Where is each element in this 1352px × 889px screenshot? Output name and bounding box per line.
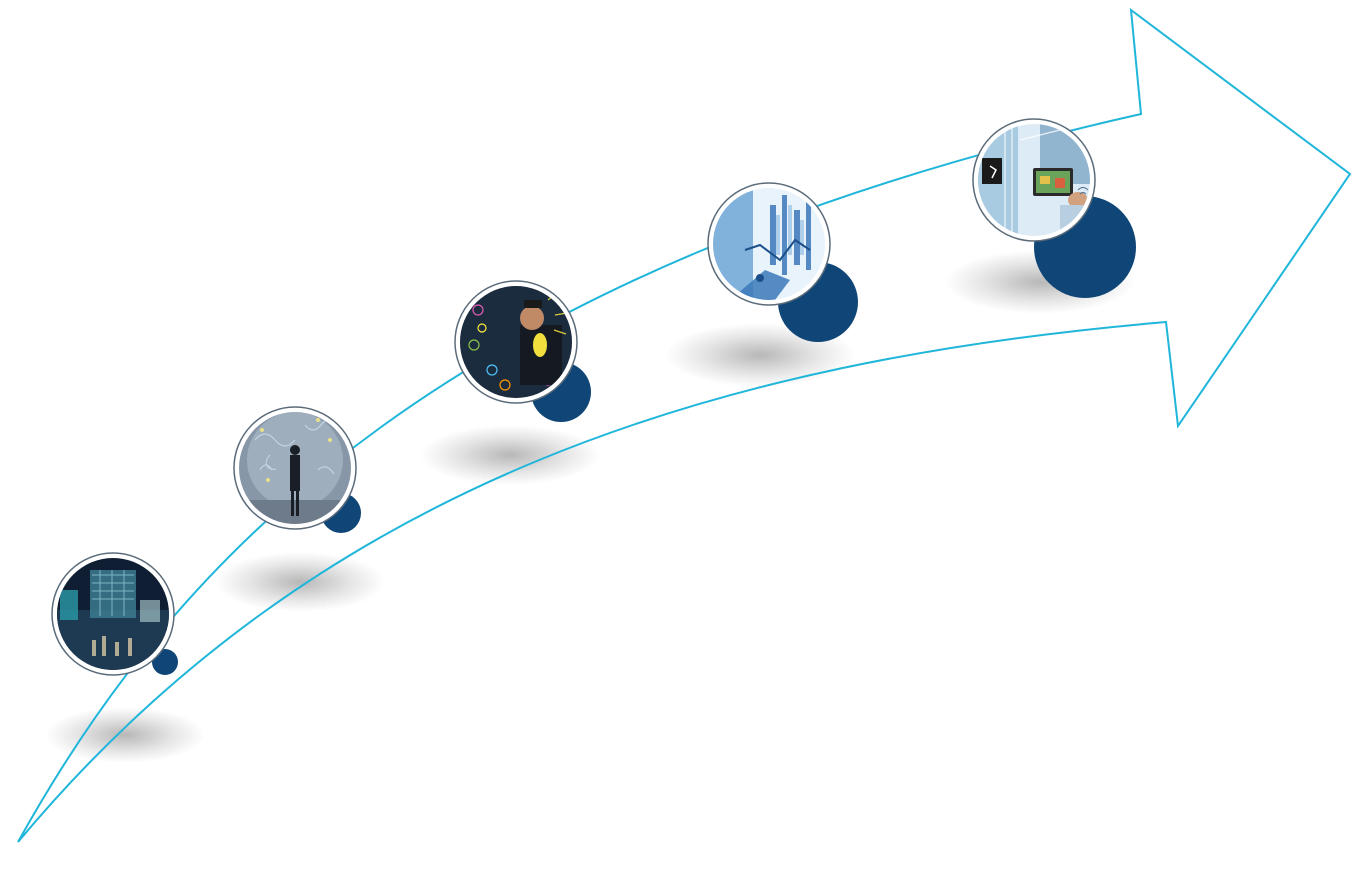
tablet-smart-factory-photo-icon bbox=[978, 124, 1090, 236]
shadow-step-1 bbox=[45, 707, 205, 763]
shadow-step-2 bbox=[215, 552, 385, 612]
step-photo-3 bbox=[454, 280, 578, 404]
hand-touching-digital-graph-photo-icon bbox=[713, 188, 825, 300]
tech-city-night-photo-icon bbox=[57, 558, 169, 670]
step-photo-4 bbox=[707, 182, 831, 306]
businessman-with-question-marks-photo-icon bbox=[239, 412, 351, 524]
man-drawing-lightbulbs-photo-icon bbox=[460, 286, 572, 398]
step-photo-2 bbox=[233, 406, 357, 530]
step-photo-5 bbox=[972, 118, 1096, 242]
step-shadows bbox=[45, 250, 1135, 763]
shadow-step-3 bbox=[420, 425, 600, 485]
growth-arrow-outline bbox=[17, 7, 1352, 843]
step-photo-1 bbox=[51, 552, 175, 676]
